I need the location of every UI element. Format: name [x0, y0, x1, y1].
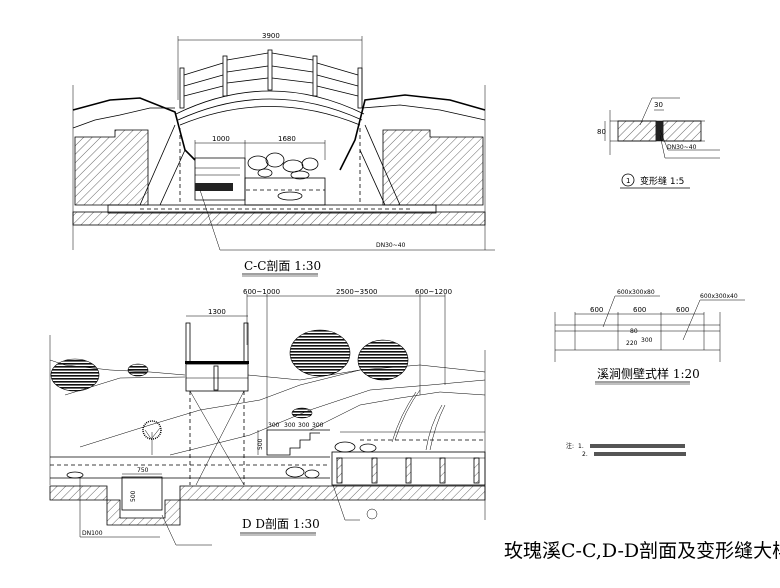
- dd-pipe-note: DN100: [82, 530, 103, 537]
- dim-bridge: 1300: [208, 308, 226, 316]
- base-slab: [72, 211, 486, 226]
- dim-d1: 600~1000: [243, 288, 280, 296]
- joint-dim-gap: 30: [654, 101, 663, 109]
- cc-pipe-note: DN30~40: [376, 242, 406, 249]
- dim-d3: 600~1200: [415, 288, 452, 296]
- foreground-tree: [142, 420, 162, 455]
- stone-face-label: 600x300x40: [700, 293, 738, 300]
- wall-vdim-3: 300: [641, 337, 653, 344]
- dim-step-3: 300: [298, 422, 310, 429]
- dim-left: 1000: [212, 135, 230, 143]
- notes: 注: 1. 2.: [566, 442, 686, 458]
- dd-section: 600~1000 2500~3500 600~1200 1300: [49, 288, 486, 546]
- stream-wall-pattern: 600 600 600 80 220 300 600x300x80 600x30…: [554, 289, 745, 385]
- dim-step-1: 300: [268, 422, 280, 429]
- wall-vdim-2: 220: [626, 340, 638, 347]
- joint-title: 变形缝 1:5: [640, 175, 684, 187]
- dim-stair-height: 500: [257, 438, 264, 450]
- tree: [289, 329, 351, 377]
- note-2-number: 2.: [582, 451, 588, 458]
- shrub: [127, 363, 149, 377]
- dd-section-title: D D剖面 1:30: [242, 517, 320, 531]
- dim-d2: 2500~3500: [336, 288, 378, 296]
- cc-section: 3900: [72, 32, 495, 277]
- stone-top-label: 600x300x80: [617, 289, 655, 296]
- dim-step-4: 300: [312, 422, 324, 429]
- joint-dim-thick: 80: [597, 128, 606, 136]
- deformation-joint-detail: 80 30 DN30~40 1 变形缝 1:5: [597, 97, 720, 189]
- shrub: [291, 407, 313, 419]
- dd-base-slab: [49, 485, 486, 526]
- dim-pit-height: 500: [130, 490, 137, 502]
- wall-vdim-1: 80: [630, 328, 638, 335]
- dim-step-2: 300: [284, 422, 296, 429]
- wall-dim-1: 600: [590, 306, 603, 314]
- shrub: [50, 358, 100, 392]
- bridge-deck: [175, 90, 365, 115]
- boulders: [247, 152, 319, 201]
- wall-dim-3: 600: [676, 306, 689, 314]
- dim-pit-width: 750: [137, 467, 149, 474]
- notes-label: 注:: [566, 442, 574, 450]
- joint-number: 1: [626, 177, 630, 185]
- wall-dim-2: 600: [633, 306, 646, 314]
- tree: [357, 339, 409, 381]
- dim-right: 1680: [278, 135, 296, 143]
- right-abutment: [382, 129, 484, 206]
- note-1-number: 1.: [578, 443, 584, 450]
- bridge-railing: [179, 49, 363, 109]
- dim-span: 3900: [262, 32, 280, 40]
- left-abutment: [74, 129, 149, 206]
- joint-pipe-note: DN30~40: [667, 144, 697, 151]
- cc-section-title: C-C剖面 1:30: [244, 259, 321, 273]
- sheet-title: 玫瑰溪C-C,D-D剖面及变形缝大样: [504, 540, 780, 562]
- wall-pattern-title: 溪涧侧壁式样 1:20: [597, 366, 700, 381]
